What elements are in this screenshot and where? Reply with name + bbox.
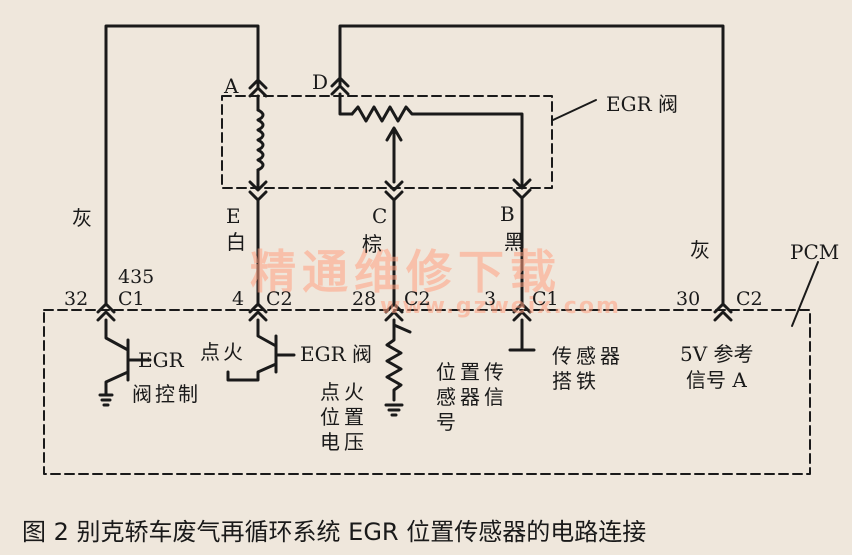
ignition-transistor — [226, 318, 296, 382]
ignition-position-resistor — [385, 318, 403, 402]
pcm-label-leader — [791, 261, 819, 327]
label-terminal-30: 30 — [676, 288, 701, 310]
label-5v-reference-1: 5V 参考 — [680, 342, 754, 366]
label-egr-control-1: EGR — [138, 348, 184, 372]
watermark-text: 精通维修下载 — [250, 245, 562, 299]
wire-grey-left — [104, 24, 260, 307]
label-terminal-4: 4 — [232, 288, 245, 310]
egr-valve-box — [221, 95, 553, 189]
label-terminal-28: 28 — [352, 288, 377, 310]
label-5v-reference-2: 信号 A — [686, 368, 747, 392]
label-position-sensor-signal: 位置传感器信号 — [436, 360, 508, 434]
label-terminal-32: 32 — [64, 288, 89, 310]
label-terminal-4-connector: C2 — [266, 288, 293, 310]
label-wire-black: 黑 — [504, 230, 524, 254]
label-wire-grey-right: 灰 — [690, 238, 710, 262]
label-wire-brown: 棕 — [362, 232, 382, 256]
label-terminal-32-connector: C1 — [118, 288, 145, 310]
label-pcm: PCM — [790, 240, 840, 264]
label-wire-grey-left: 灰 — [72, 206, 92, 230]
label-pin-a: A — [224, 74, 239, 98]
egr-control-transistor — [104, 318, 130, 397]
watermark-url: www.gzweix.com — [380, 294, 621, 319]
label-pin-b: B — [500, 202, 515, 226]
label-ignition: 点火 — [200, 340, 246, 364]
sensor-ground — [508, 318, 536, 352]
label-terminal-3-connector: C1 — [532, 288, 559, 310]
pcm-box — [43, 309, 811, 475]
egr-potentiometer — [350, 105, 524, 190]
figure-caption: 图 2 别克轿车废气再循环系统 EGR 位置传感器的电路连接 — [22, 518, 647, 546]
egr-label-leader — [552, 99, 597, 121]
label-sensor-ground: 传感器搭铁 — [552, 344, 624, 393]
label-ignition-position-voltage: 点火位置电压 — [320, 380, 368, 454]
connector-d — [330, 76, 350, 96]
label-wire-white: 白 — [226, 230, 246, 254]
label-egr-valve-pcm: EGR 阀 — [300, 342, 372, 366]
connector-c — [384, 180, 404, 202]
egr-solenoid-coil — [256, 108, 265, 172]
label-egr-control-2: 阀控制 — [132, 382, 201, 406]
label-pin-e: E — [226, 204, 241, 228]
label-terminal-30-connector: C2 — [736, 288, 763, 310]
label-pin-d: D — [312, 70, 329, 94]
label-circuit-435: 435 — [118, 266, 155, 288]
label-pin-c: C — [372, 204, 388, 228]
label-terminal-28-connector: C2 — [404, 288, 431, 310]
wire-grey-right — [338, 24, 725, 307]
label-egr-valve: EGR 阀 — [606, 92, 678, 116]
label-terminal-3: 3 — [484, 288, 497, 310]
connector-a — [248, 78, 268, 98]
